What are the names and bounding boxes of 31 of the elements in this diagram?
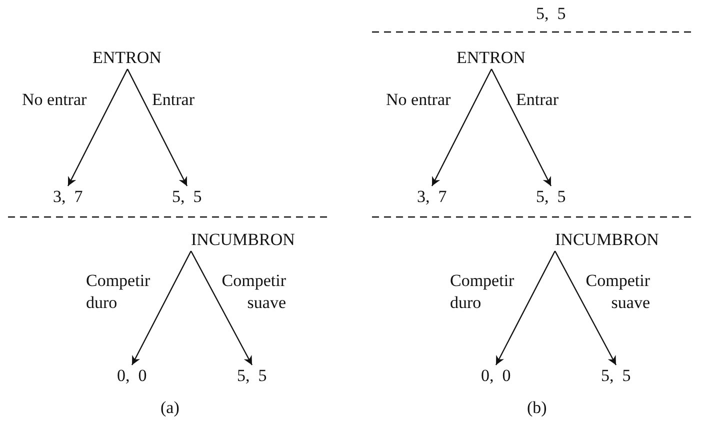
edge-label: No entrar: [386, 89, 452, 111]
arrow: [490, 68, 552, 186]
tree-node-text: 5, 5: [237, 366, 267, 386]
edge-label: Competir suave: [584, 270, 650, 314]
arrow: [495, 250, 556, 366]
arrow: [126, 68, 188, 186]
edge-label: Competir suave: [220, 270, 286, 314]
tree-node-text: ENTRON: [456, 48, 526, 68]
tree-node-text: 0, 0: [481, 366, 511, 386]
tree-node-text: 5, 5: [172, 187, 202, 207]
tree-node-text: INCUMBRON: [555, 230, 659, 250]
tree-node-text: 3, 7: [53, 187, 83, 207]
tree-node-text: 3, 7: [417, 187, 447, 207]
panel-label: (b): [527, 398, 547, 418]
tree-node-text: ENTRON: [92, 48, 162, 68]
tree-node-text: 0, 0: [117, 366, 147, 386]
arrow: [554, 250, 617, 366]
arrow: [131, 250, 192, 366]
edge-label: Entrar: [152, 89, 196, 111]
tree-node-text: INCUMBRON: [191, 230, 295, 250]
edge-label: No entrar: [22, 89, 88, 111]
arrow: [431, 68, 492, 186]
arrow: [67, 68, 128, 186]
edge-label: Competir duro: [450, 270, 516, 314]
edge-label: Entrar: [516, 89, 560, 111]
tree-node-text: 5, 5: [536, 187, 566, 207]
edge-label: Competir duro: [86, 270, 152, 314]
tree-node-text: 5, 5: [601, 366, 631, 386]
payoff-text: 5, 5: [536, 4, 566, 24]
arrow: [190, 250, 253, 366]
panel-label: (a): [160, 398, 180, 418]
